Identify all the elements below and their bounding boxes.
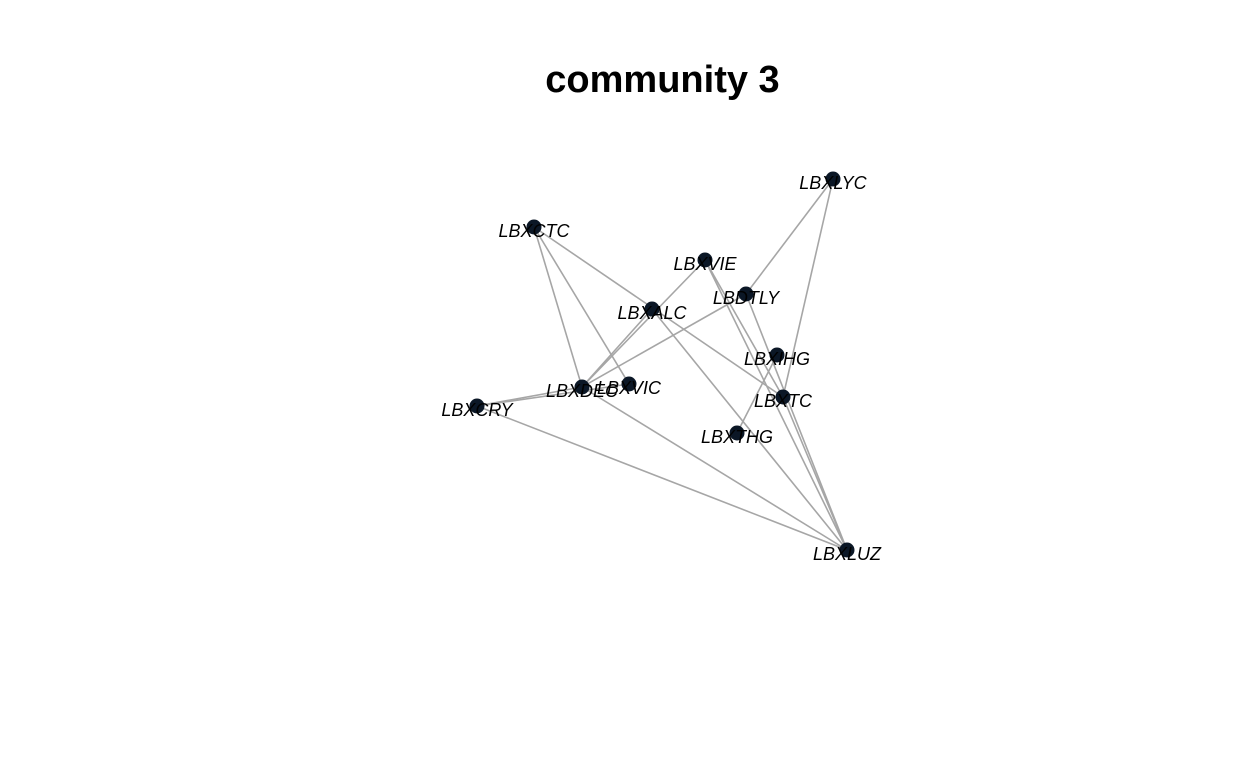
node-label-lbxvie: LBXVIE <box>673 254 737 274</box>
edge-lbxalc-lbxdec <box>581 308 653 388</box>
node-label-lbxctc: LBXCTC <box>498 221 570 241</box>
edge-lbxvie-lbxluz <box>704 259 848 551</box>
edge-lbxdec-lbxluz <box>581 386 848 551</box>
edge-lbxihg-lbxthg <box>736 354 778 434</box>
edge-lbxctc-lbxdec <box>533 226 583 388</box>
edge-lbxctc-lbxvic <box>533 226 630 385</box>
edge-lbdtly-lbxdec <box>581 293 747 388</box>
edge-lbxvie-lbxdec <box>581 259 706 388</box>
node-lbxvie <box>697 252 713 268</box>
node-lbxvic <box>621 376 637 392</box>
node-lbxthg <box>729 425 745 441</box>
node-label-lbxdec: LBXDEC <box>546 381 619 401</box>
node-lbxdec <box>574 379 590 395</box>
node-lbxctc <box>526 219 542 235</box>
node-lbxluz <box>839 542 855 558</box>
node-label-lbxlyc: LBXLYC <box>799 173 867 193</box>
edge-lbxlyc-lbxtc <box>782 178 834 398</box>
node-lbxlyc <box>825 171 841 187</box>
node-layer <box>469 171 855 558</box>
node-label-lbxalc: LBXALC <box>617 303 687 323</box>
edge-lbxvie-lbxtc <box>704 259 784 398</box>
node-lbxtc <box>775 389 791 405</box>
edge-lbdtly-lbxluz <box>745 293 848 551</box>
node-lbxalc <box>644 301 660 317</box>
node-label-lbxihg: LBXIHG <box>744 349 810 369</box>
diagram-title: community 3 <box>545 59 780 101</box>
node-label-lbdtly: LBDTLY <box>713 288 781 308</box>
node-label-lbxvic: LBXVIC <box>597 378 662 398</box>
edge-lbxlyc-lbdtly <box>745 178 834 295</box>
node-lbdtly <box>738 286 754 302</box>
node-lbxihg <box>769 347 785 363</box>
node-label-lbxtc: LBXTC <box>754 391 813 411</box>
edge-lbxcry-lbxluz <box>476 405 848 551</box>
node-label-lbxcry: LBXCRY <box>441 400 514 420</box>
edge-lbxvic-lbxcry <box>476 383 630 407</box>
node-label-lbxluz: LBXLUZ <box>813 544 882 564</box>
label-layer: LBXCTC LBXLYC LBXVIE LBDTLY LBXALC LBXIHG LBXD… <box>441 173 882 564</box>
edge-lbxtc-lbxluz <box>782 396 848 551</box>
node-label-lbxthg: LBXTHG <box>701 427 773 447</box>
edge-lbxalc-lbxluz <box>651 308 848 551</box>
node-lbxcry <box>469 398 485 414</box>
